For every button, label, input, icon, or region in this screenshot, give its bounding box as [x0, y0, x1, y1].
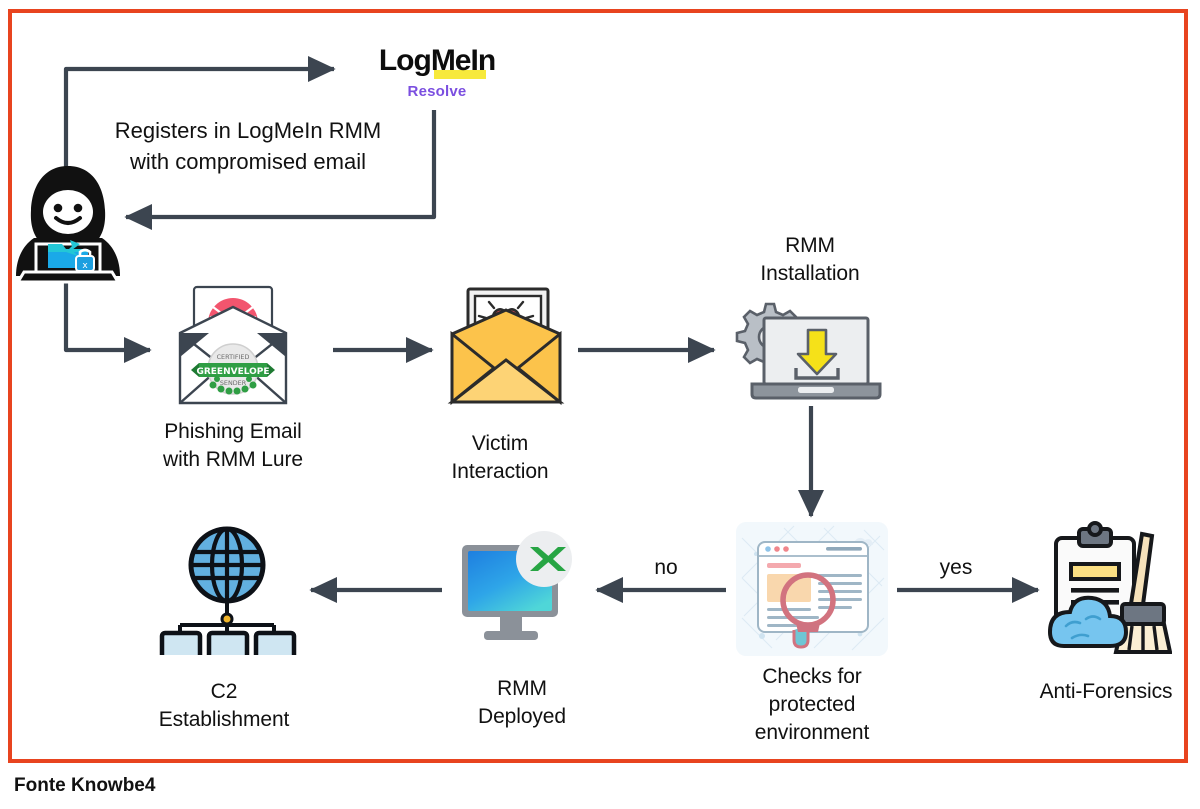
logo-wordmark-text: LogMeIn: [378, 44, 496, 77]
logo-highlight-bar: [433, 70, 486, 79]
branch-yes-label: yes: [939, 556, 973, 579]
rmm-deployed-label: RMM Deployed: [478, 677, 566, 728]
globe-network-icon: [152, 525, 302, 655]
svg-text:SENDER: SENDER: [220, 379, 247, 387]
anti-forensics-label: Anti-Forensics: [1039, 680, 1173, 703]
phishing-envelope-icon: CERTIFIED SENDER GREENVELOPE: [163, 285, 303, 407]
logmein-wordmark: LogMeIn: [378, 44, 496, 79]
logmein-product-name: Resolve: [407, 83, 467, 100]
svg-text:CERTIFIED: CERTIFIED: [217, 353, 250, 361]
monitor-remote-icon: [448, 525, 580, 655]
branch-no-label: no: [654, 556, 678, 579]
victim-interaction-label: Victim Interaction: [451, 432, 549, 483]
logmein-logo: LogMeIn Resolve: [362, 44, 512, 106]
phishing-email-label: Phishing Email with RMM Lure: [163, 420, 303, 471]
checks-protected-environment-label: Checks for protected environment: [754, 665, 870, 744]
rmm-installation-label: RMM Installation: [760, 234, 860, 285]
laptop-download-icon: [730, 296, 890, 406]
clipboard-broom-icon: [1042, 520, 1172, 656]
open-envelope-click-icon: [434, 286, 578, 406]
register-note: Registers in LogMeIn RMM with compromise…: [114, 118, 382, 175]
svg-text:GREENVELOPE: GREENVELOPE: [196, 367, 269, 377]
figure-caption: Fonte Knowbe4: [14, 775, 156, 796]
hacker-icon: x: [14, 160, 122, 285]
svg-text:x: x: [82, 261, 88, 271]
c2-establishment-label: C2 Establishment: [158, 680, 290, 731]
browser-magnifier-icon: [734, 518, 890, 660]
